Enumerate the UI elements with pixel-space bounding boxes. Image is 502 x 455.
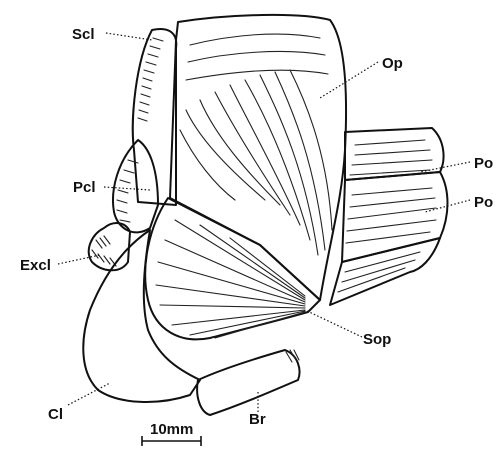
label-cl: Cl [48,406,63,423]
postcleithrum-bone [113,140,158,232]
postoperculars [330,128,448,305]
label-pcl: Pcl [73,179,96,196]
cleithrum-bone [83,230,200,402]
label-po-upper: Po [474,155,493,172]
scale-bar-label: 10mm [150,421,193,438]
leader-pcl [104,187,150,190]
label-po-lower: Po [474,194,493,211]
leader-scl [106,33,152,40]
extracleithrum-bone [89,223,130,270]
leader-sop [305,310,362,337]
label-sop: Sop [363,331,391,348]
label-scl: Scl [72,26,95,43]
label-op: Op [382,55,403,72]
label-excl: Excl [20,257,51,274]
scale-bar: 10mm [142,421,201,446]
branchiostegal-bone [197,350,299,415]
opercle-bone [170,15,346,300]
label-br: Br [249,411,266,428]
subopercle-bone [145,198,320,339]
leader-op [320,62,378,98]
